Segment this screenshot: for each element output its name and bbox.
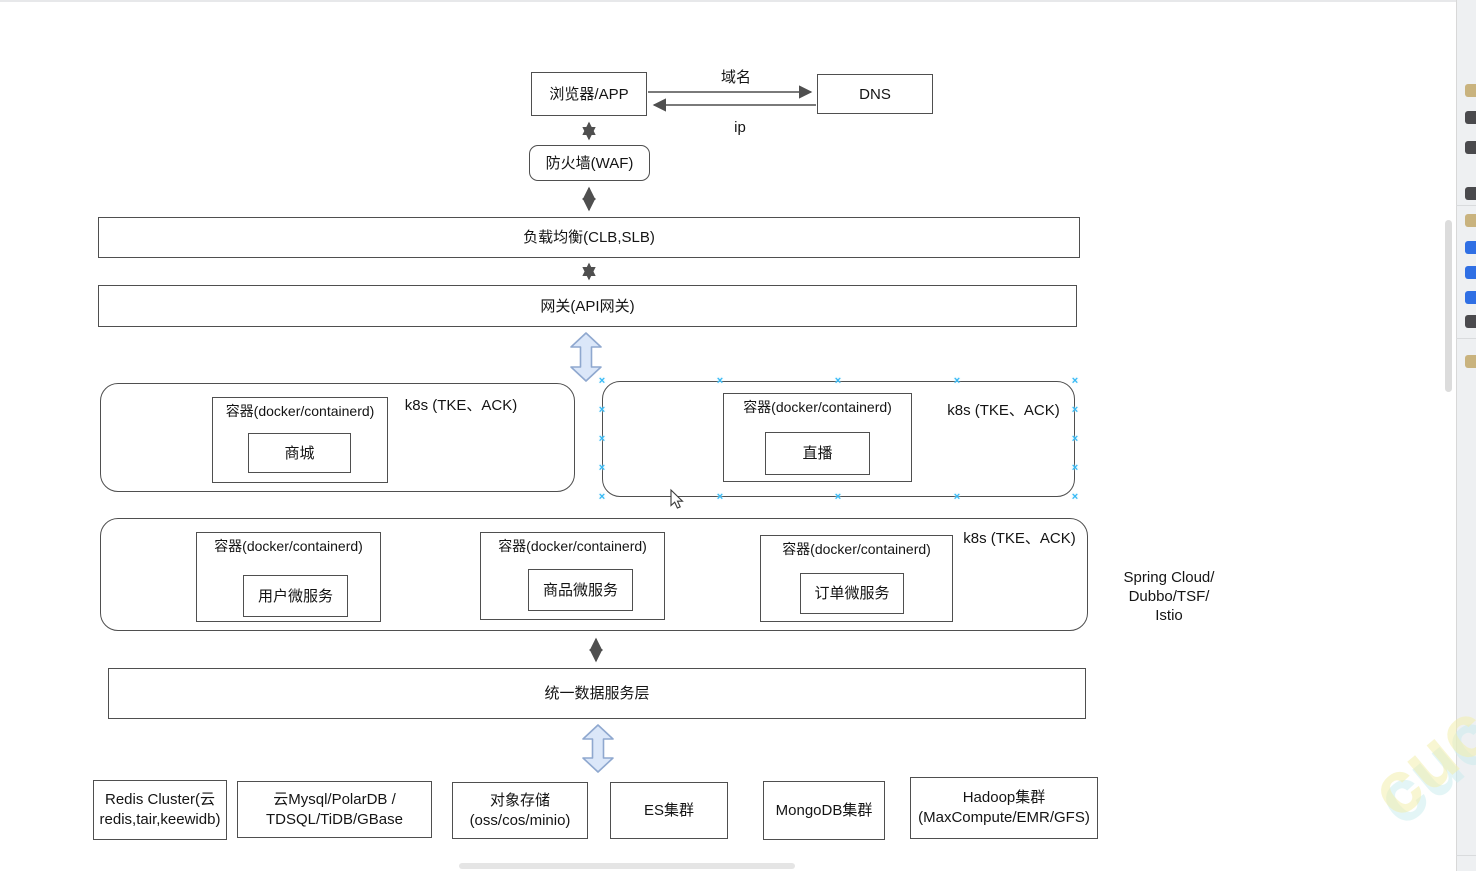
service-order-label: 订单微服务 — [814, 585, 890, 602]
gateway-node[interactable]: 网关(API网关) — [98, 285, 1077, 327]
load-balancer-label: 负载均衡(CLB,SLB) — [523, 229, 655, 246]
datastore-mysql[interactable]: 云Mysql/PolarDB / TDSQL/TiDB/GBase — [237, 781, 432, 838]
block-arrow-gateway-k8s[interactable] — [570, 332, 602, 382]
datastore-mongodb[interactable]: MongoDB集群 — [763, 781, 885, 840]
selection-handle[interactable]: × — [834, 375, 842, 387]
horizontal-scrollbar[interactable] — [459, 863, 795, 869]
datastore-es-line1: ES集群 — [643, 801, 694, 819]
selection-handle[interactable]: × — [598, 462, 606, 474]
panel-divider — [1456, 205, 1476, 206]
container-product-label: 容器(docker/containerd) — [498, 538, 647, 554]
browser-app-label: 浏览器/APP — [549, 85, 629, 103]
block-arrow-datalayer-datastores[interactable] — [582, 724, 614, 773]
framework-note-line: Istio — [1155, 607, 1183, 624]
service-user-label: 用户微服务 — [257, 587, 333, 605]
datastore-object-line1: 对象存储 — [489, 791, 550, 809]
datastore-redis-line1: Redis Cluster(云 — [104, 791, 216, 808]
datastore-mongodb-line1: MongoDB集群 — [775, 801, 873, 819]
top-border — [0, 0, 1476, 2]
datastore-object-line2: (oss/cos/minio) — [469, 811, 571, 829]
framework-note: Spring Cloud/ Dubbo/TSF/ Istio — [1108, 568, 1230, 625]
panel-button-fragment[interactable] — [1465, 187, 1476, 200]
datastore-redis-line2: redis,tair,keewidb) — [99, 811, 221, 828]
panel-button-fragment[interactable] — [1465, 315, 1476, 328]
panel-divider — [1456, 855, 1476, 856]
datastore-redis[interactable]: Redis Cluster(云 redis,tair,keewidb) — [93, 780, 227, 840]
selection-handle[interactable]: × — [1071, 462, 1079, 474]
selection-handle[interactable]: × — [716, 491, 724, 503]
selection-handle[interactable]: × — [1071, 433, 1079, 445]
selection-handle[interactable]: × — [953, 491, 961, 503]
panel-button-fragment[interactable] — [1465, 141, 1476, 154]
k8s-label-left: k8s (TKE、ACK) — [404, 397, 518, 414]
selection-handle[interactable]: × — [716, 375, 724, 387]
selection-handle[interactable]: × — [598, 375, 606, 387]
container-order-label: 容器(docker/containerd) — [782, 541, 931, 557]
container-live-label: 容器(docker/containerd) — [743, 399, 892, 415]
selection-handle[interactable]: × — [598, 491, 606, 503]
selection-handle[interactable]: × — [1071, 375, 1079, 387]
panel-button-fragment[interactable] — [1465, 111, 1476, 124]
panel-button-fragment[interactable] — [1465, 355, 1476, 368]
container-user-label: 容器(docker/containerd) — [214, 538, 363, 554]
vertical-scrollbar[interactable] — [1445, 220, 1452, 392]
waf-label: 防火墙(WAF) — [545, 154, 634, 172]
ip-edge-label: ip — [734, 119, 746, 136]
framework-note-line: Dubbo/TSF/ — [1128, 588, 1210, 605]
container-mall-label: 容器(docker/containerd) — [225, 403, 375, 419]
panel-button-fragment[interactable] — [1465, 214, 1476, 227]
datastore-mysql-line2: TDSQL/TiDB/GBase — [266, 810, 403, 828]
service-live-label: 直播 — [802, 445, 833, 462]
service-mall-label: 商城 — [284, 444, 315, 462]
selection-handle[interactable]: × — [598, 404, 606, 416]
gateway-label: 网关(API网关) — [540, 297, 635, 315]
browser-app-node[interactable]: 浏览器/APP — [531, 72, 647, 116]
selection-handle[interactable]: × — [598, 433, 606, 445]
dns-label: DNS — [859, 85, 891, 103]
panel-button-fragment[interactable] — [1465, 291, 1476, 304]
datastore-es[interactable]: ES集群 — [610, 782, 728, 839]
service-mall[interactable]: 商城 — [248, 433, 351, 473]
datastore-object-storage[interactable]: 对象存储 (oss/cos/minio) — [452, 782, 588, 839]
service-product-label: 商品微服务 — [542, 581, 618, 599]
selection-handle[interactable]: × — [953, 375, 961, 387]
datastore-hadoop-line2: (MaxCompute/EMR/GFS) — [918, 809, 1090, 826]
panel-button-fragment[interactable] — [1465, 241, 1476, 254]
domain-edge-label: 域名 — [720, 69, 751, 86]
data-layer-node[interactable]: 统一数据服务层 — [108, 668, 1086, 719]
waf-node[interactable]: 防火墙(WAF) — [529, 145, 650, 181]
datastore-hadoop-line1: Hadoop集群 — [962, 789, 1046, 806]
selection-handle[interactable]: × — [1071, 404, 1079, 416]
panel-divider — [1456, 338, 1476, 339]
k8s-label-right: k8s (TKE、ACK) — [947, 402, 1060, 419]
dns-node[interactable]: DNS — [817, 74, 933, 114]
service-user[interactable]: 用户微服务 — [243, 575, 348, 617]
framework-note-line: Spring Cloud/ — [1123, 569, 1215, 586]
service-order[interactable]: 订单微服务 — [800, 573, 904, 614]
format-panel-edge — [1456, 0, 1476, 871]
datastore-mysql-line1: 云Mysql/PolarDB / — [273, 790, 396, 808]
panel-button-fragment[interactable] — [1465, 84, 1476, 97]
k8s-label-bottom: k8s (TKE、ACK) — [963, 530, 1076, 547]
selection-handle[interactable]: × — [1071, 491, 1079, 503]
load-balancer-node[interactable]: 负载均衡(CLB,SLB) — [98, 217, 1080, 258]
datastore-hadoop[interactable]: Hadoop集群 (MaxCompute/EMR/GFS) — [910, 777, 1098, 839]
panel-button-fragment[interactable] — [1465, 266, 1476, 279]
data-layer-label: 统一数据服务层 — [544, 685, 650, 702]
service-product[interactable]: 商品微服务 — [528, 569, 633, 611]
service-live[interactable]: 直播 — [765, 432, 870, 475]
selection-handle[interactable]: × — [834, 491, 842, 503]
